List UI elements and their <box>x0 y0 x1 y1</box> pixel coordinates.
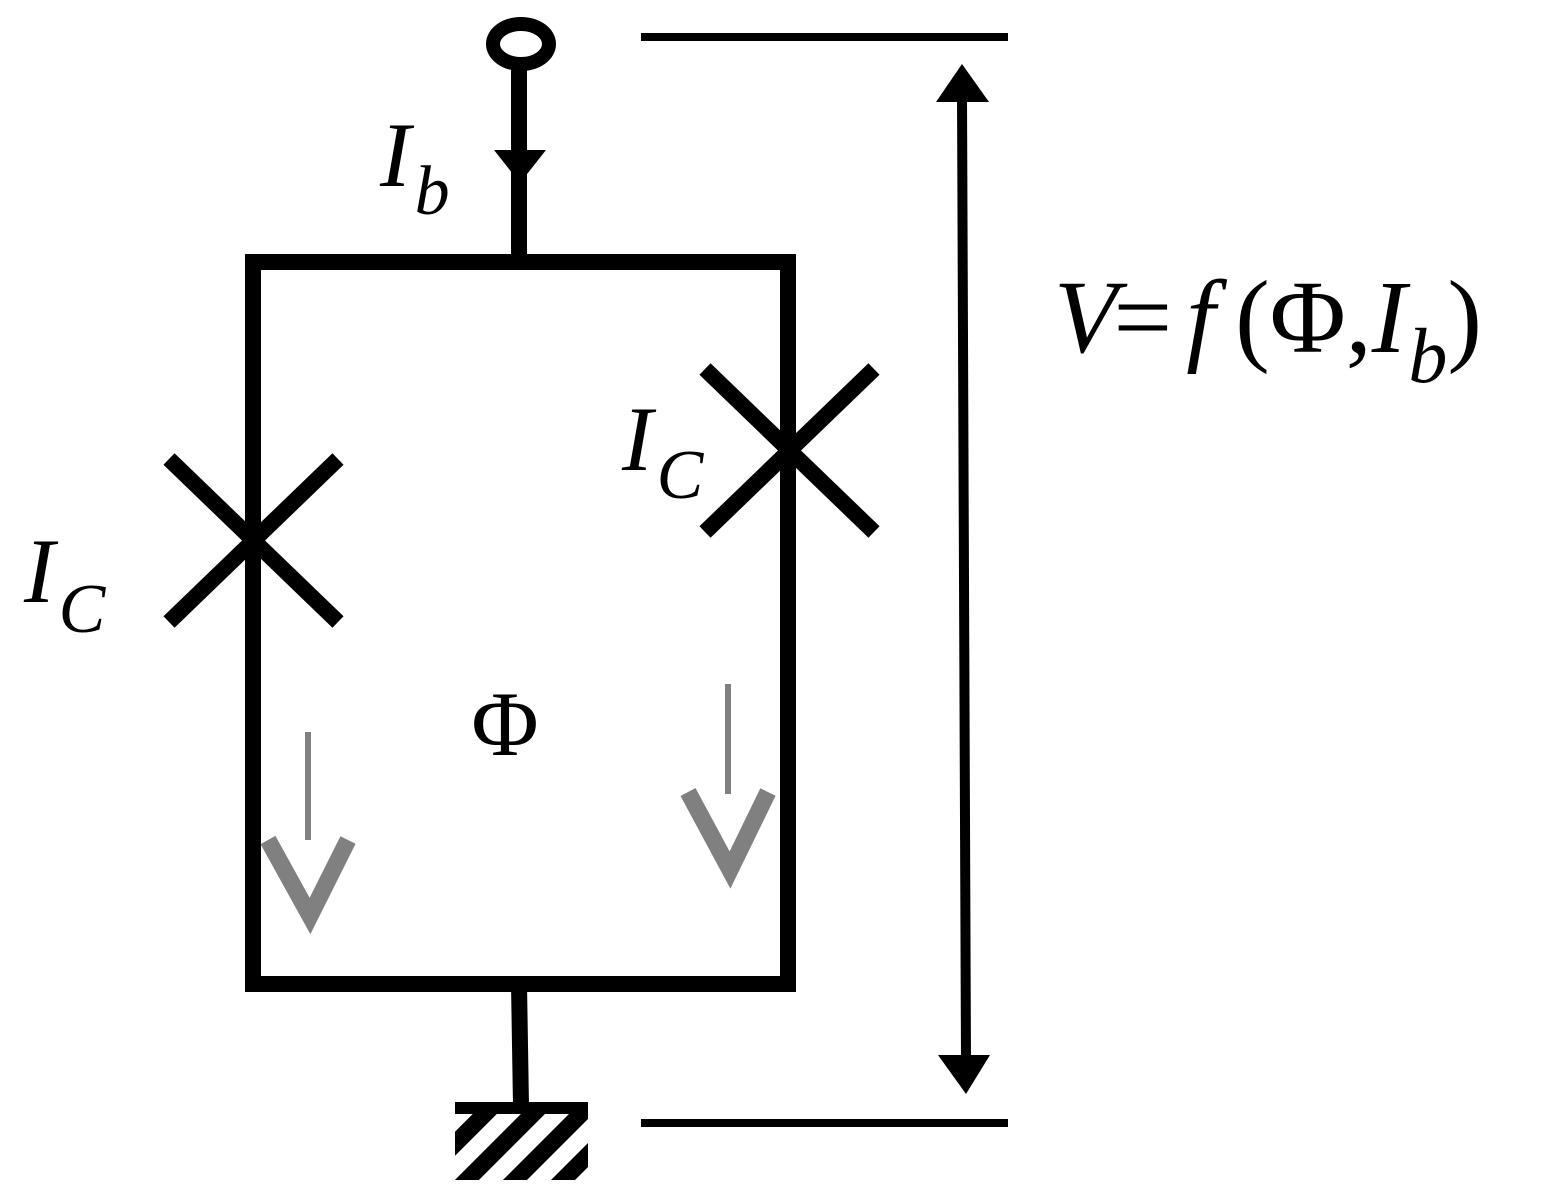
ground-lead <box>511 983 529 1107</box>
voltage-double-arrow <box>936 64 990 1094</box>
critical-current-label-left: IC <box>23 520 107 648</box>
left-josephson-junction <box>163 453 344 628</box>
right-current-arrow <box>680 684 776 889</box>
ground-bar <box>455 1102 588 1114</box>
ground-symbol <box>455 1102 588 1180</box>
bias-current-label: Ib <box>379 104 450 230</box>
voltage-relation-label: V=f(Φ,Ib) <box>1054 260 1482 399</box>
input-terminal <box>486 17 556 71</box>
critical-current-label-right: IC <box>621 388 705 514</box>
flux-symbol: Φ <box>471 673 538 775</box>
bias-current-arrow <box>494 150 546 183</box>
left-current-arrow <box>260 732 356 935</box>
right-josephson-junction <box>699 363 880 538</box>
